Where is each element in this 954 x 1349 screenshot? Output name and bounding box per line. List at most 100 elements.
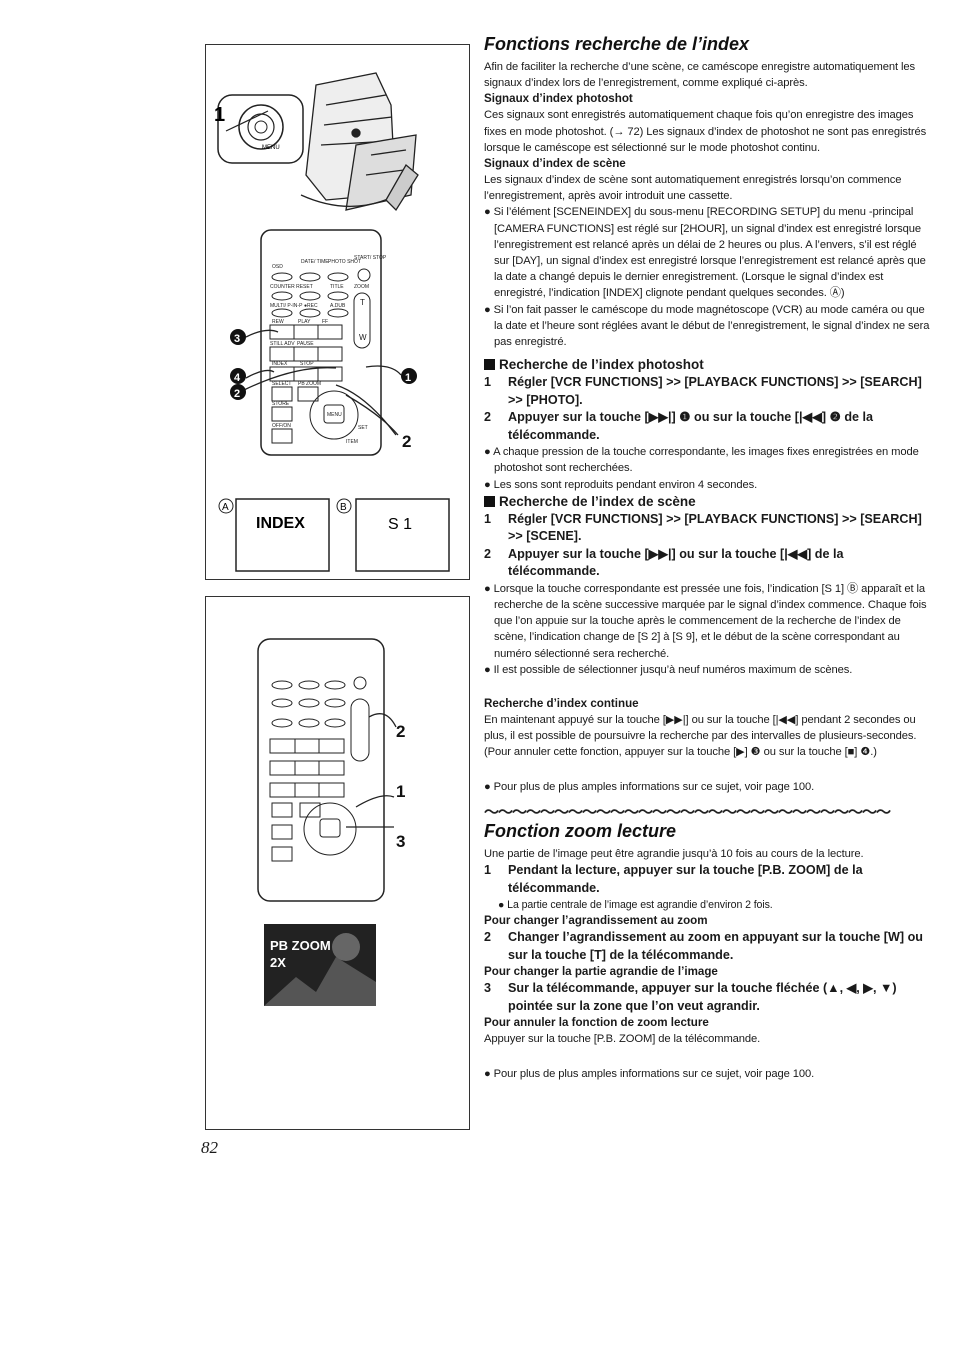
remote-control-drawing-2: 2 1 3 (257, 638, 405, 902)
stop-label: STOP (300, 361, 314, 367)
bullet-scene-indicator: ● Lorsque la touche correspondante est p… (484, 582, 927, 660)
heading-scene-search: Recherche de l’index de scène (484, 493, 930, 511)
rew-label: REW (272, 319, 284, 325)
callout-3-bottom: 3 (396, 832, 405, 851)
bullet-text: La partie centrale de l’image est agrand… (507, 899, 773, 912)
scene-signals-text: Les signaux d’index de scène sont automa… (484, 174, 902, 203)
figure-playback-zoom: 2 1 3 PB ZOOM 2X (205, 596, 470, 1130)
step-number: 2 (484, 410, 492, 425)
intro-paragraph: Afin de faciliter la recherche d’une scè… (484, 61, 915, 90)
bullet-nine-scenes: ● Il est possible de sélectionner jusqu’… (484, 663, 853, 676)
heading-text: Recherche de l’index photoshot (499, 357, 704, 373)
step-2-photoshot: 2 Appuyer sur la touche [▶▶|] ❶ ou sur la… (484, 409, 930, 444)
remote-zoom-illustration: 2 1 3 PB ZOOM 2X (257, 638, 405, 1006)
bullet-photoshot-search: ● A chaque pression de la touche corresp… (484, 446, 919, 475)
step-text: Régler [VCR FUNCTIONS] >> [PLAYBACK FUNC… (508, 511, 922, 544)
step-text: Appuyer sur la touche [▶▶|] ou sur la to… (508, 546, 844, 579)
pb-zoom-screen-image: PB ZOOM 2X (264, 924, 376, 1006)
heading-photoshot-search: Recherche de l’index photoshot (484, 356, 930, 374)
off-on-label: OFF/ON (272, 423, 291, 429)
bullet-text: Si l’on fait passer le caméscope du mode… (493, 303, 930, 349)
bullet-centre-zoom: ● La partie centrale de l’image est agra… (498, 899, 773, 912)
step-number: 1 (484, 375, 492, 390)
zoom-intro: Une partie de l’image peut être agrandie… (484, 847, 864, 860)
bullet-sound: ● Les sons sont reproduits pendant envir… (484, 478, 758, 491)
store-label: STORE (272, 401, 290, 407)
start-stop-label: START/ STOP (354, 255, 387, 261)
step-3-zoom: 3 Sur la télécommande, appuyer sur la tou… (484, 980, 930, 1015)
step-number: 1 (484, 511, 492, 526)
bullet-see-page-100: ● Pour plus de plus amples informations … (484, 780, 815, 793)
page-number: 82 (201, 1138, 218, 1157)
zoom-w-label: W (359, 333, 367, 342)
step-text: Appuyer sur la touche [▶▶|] ❶ ou sur la … (508, 410, 874, 442)
subheading-continuous-search: Recherche d’index continue (484, 697, 639, 711)
bullet-sceneindex-setting: ● Si l’élément [SCENEINDEX] du sous-menu… (484, 206, 926, 300)
adub-label: A.DUB (330, 303, 346, 309)
camcorder-remote-illustration: 1 MENU (214, 72, 450, 572)
screen-a: A INDEX (218, 498, 330, 572)
section-title-zoom: Fonction zoom lecture (484, 820, 677, 841)
bullet-mode-change: ● Si l’on fait passer le caméscope du mo… (484, 303, 930, 349)
zoom-label: ZOOM (354, 284, 369, 290)
callout-3: 3 (234, 333, 240, 345)
step-number: 2 (484, 930, 492, 945)
step-number: 1 (484, 863, 492, 878)
callout-2-circle: 2 (234, 388, 240, 400)
bullet-text: Lorsque la touche correspondante est pre… (493, 582, 927, 660)
play-label: PLAY (298, 319, 311, 325)
pb-zoom-label: PB ZOOM (298, 381, 321, 387)
subheading-scene-signals: Signaux d’index de scène (484, 157, 626, 171)
multi-pinp-label: MULTI/ P-IN-P (270, 303, 303, 309)
screen-b-label: B (340, 502, 347, 513)
pause-label: PAUSE (297, 341, 314, 347)
remote-control-drawing: OSD DATE/ TIME PHOTO SHOT START/ STOP CO… (230, 229, 417, 456)
section-square-icon (484, 359, 495, 371)
ff-label: FF (322, 319, 328, 325)
index-indicator: INDEX (256, 515, 305, 532)
pb-zoom-osd-text: PB ZOOM (270, 938, 331, 953)
subheading-cancel-zoom: Pour annuler la fonction de zoom lecture (484, 1016, 709, 1030)
step-text: Sur la télécommande, appuyer sur la touc… (508, 981, 897, 1013)
step-number: 3 (484, 981, 492, 996)
camcorder-drawing (300, 72, 419, 212)
osd-label: OSD (272, 264, 283, 270)
bullet-text: Les sons sont reproduits pendant environ… (493, 478, 758, 491)
callout-1: 1 (214, 104, 225, 126)
menu-label: MENU (262, 145, 280, 151)
heading-text: Recherche de l’index de scène (499, 493, 696, 509)
date-time-label: DATE/ TIME (301, 259, 329, 265)
remote-menu-label: MENU (327, 412, 342, 418)
title-label: TITLE (330, 284, 344, 290)
select-label: SELECT (272, 381, 291, 387)
callout-4: 4 (234, 372, 241, 384)
rec-label: ●REC (304, 303, 318, 309)
section-square-icon (484, 495, 495, 507)
bullet-text: A chaque pression de la touche correspon… (493, 446, 919, 475)
counter-reset-label: COUNTER RESET (270, 284, 313, 290)
item-label: ITEM (346, 439, 358, 445)
callout-2: 2 (402, 432, 411, 451)
bullet-text: Pour plus de plus amples informations su… (493, 780, 815, 793)
set-label: SET (358, 425, 368, 431)
screen-a-label: A (222, 502, 229, 513)
step-2-scene: 2 Appuyer sur la touche [▶▶|] ou sur la t… (484, 546, 930, 581)
bullet-see-page-100-zoom: ● Pour plus de plus amples informations … (484, 1067, 815, 1080)
subheading-photoshot-signals: Signaux d’index photoshot (484, 92, 633, 106)
section-divider: ～～～～～～～～～～～～～～～～～～～～～～～～～～～～～ (484, 803, 891, 821)
still-adv-label: STILL ADV (270, 341, 295, 347)
zoom-t-label: T (360, 298, 365, 307)
scene-indicator: S 1 (388, 516, 412, 533)
step-1-scene: 1 Régler [VCR FUNCTIONS] >> [PLAYBACK FUN… (484, 511, 930, 546)
step-number: 2 (484, 546, 492, 561)
step-1-zoom: 1 Pendant la lecture, appuyer sur la touc… (484, 862, 930, 897)
photoshot-signals-text: Ces signaux sont enregistrés automatique… (484, 109, 927, 154)
step-text: Régler [VCR FUNCTIONS] >> [PLAYBACK FUNC… (508, 375, 922, 407)
step-1-photoshot: 1 Régler [VCR FUNCTIONS] >> [PLAYBACK FUN… (484, 374, 930, 409)
step-text: Pendant la lecture, appuyer sur la touch… (508, 863, 863, 895)
callout-1-bottom: 1 (396, 782, 405, 801)
cancel-zoom-text: Appuyer sur la touche [P.B. ZOOM] de la … (484, 1033, 761, 1046)
index-label: INDEX (272, 361, 288, 367)
continuous-search-text: En maintenant appuyé sur la touche [▶▶|]… (484, 714, 917, 759)
